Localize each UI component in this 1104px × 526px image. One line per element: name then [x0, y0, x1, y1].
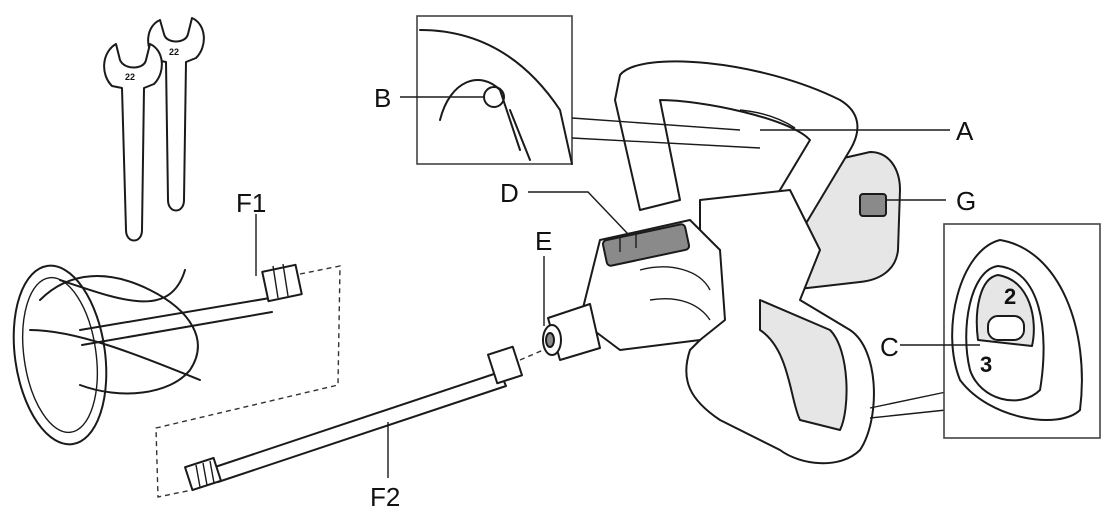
label-b: B: [374, 83, 391, 113]
extension-rod-f2: [184, 345, 523, 492]
leader-lines: [255, 96, 980, 478]
mixer-body: [542, 60, 947, 465]
top-lock-switch[interactable]: [601, 223, 691, 267]
label-g: G: [956, 186, 976, 216]
assembly-guide-f1-f2: [155, 265, 341, 498]
paddle-f1-nut: [261, 263, 303, 303]
inset-speed-switch: 2 3: [943, 223, 1101, 439]
wrench-front: 22: [103, 43, 163, 242]
wrench-pair: 22 22: [103, 17, 205, 242]
label-a: A: [956, 116, 974, 146]
mixing-paddle-f1: [12, 263, 303, 446]
label-d: D: [500, 178, 519, 208]
label-f1: F1: [236, 188, 266, 218]
assembly-guide-f2-e: [519, 347, 549, 361]
battery-release-button[interactable]: [859, 193, 887, 217]
rod-f2-nut: [487, 345, 523, 385]
leader-d: [528, 191, 629, 235]
label-e: E: [535, 226, 552, 256]
wrench-back: 22: [147, 17, 205, 212]
wrench-back-size: 22: [169, 47, 179, 57]
inset-trigger-detail: [416, 15, 761, 165]
speed-setting-lower: 3: [980, 352, 992, 377]
label-c: C: [880, 332, 899, 362]
housing-side-panel: [759, 299, 848, 431]
wrench-front-size: 22: [125, 72, 135, 82]
speed-setting-upper: 2: [1004, 284, 1016, 309]
label-f2: F2: [370, 482, 400, 512]
rod-f2-thread-end: [184, 456, 222, 492]
